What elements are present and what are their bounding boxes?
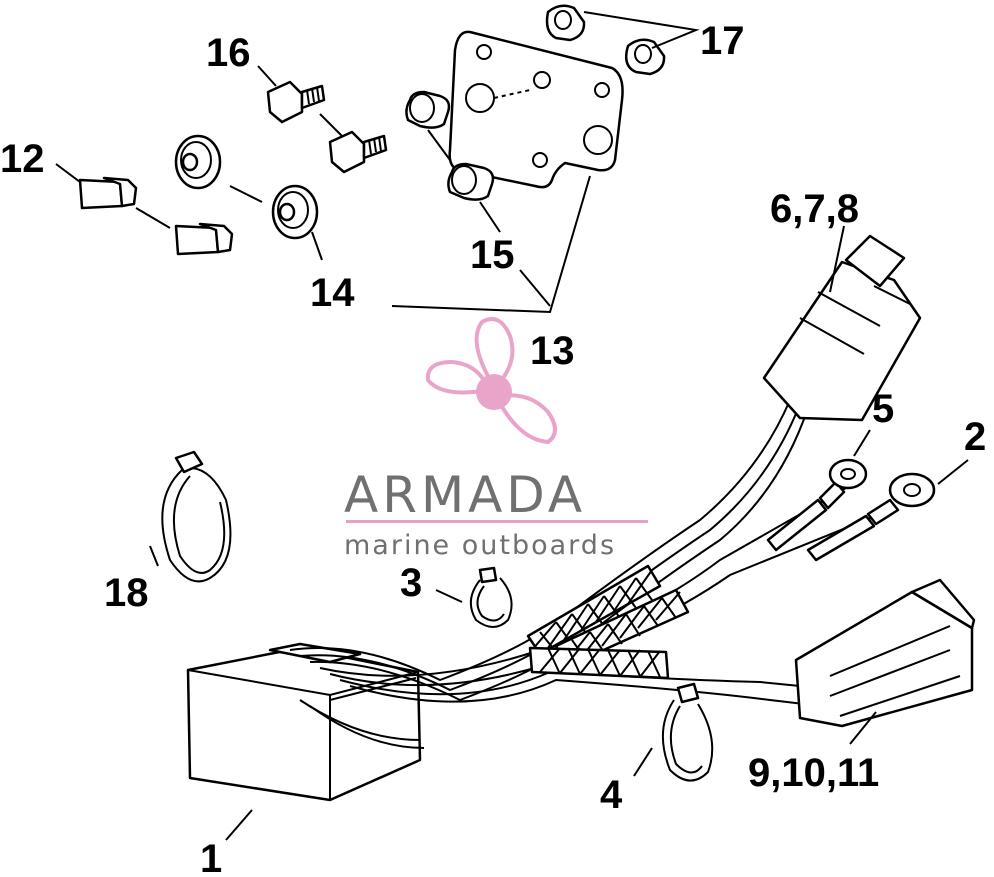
- propeller-logo-icon: [425, 317, 557, 445]
- callout-17: 17: [700, 19, 745, 63]
- callout-13: 13: [530, 329, 575, 373]
- callout-3: 3: [400, 561, 422, 605]
- cable-tie-4: [661, 682, 714, 782]
- callout-6-7-8: 6,7,8: [770, 187, 859, 231]
- connector-6-7-8: [762, 234, 922, 422]
- callout-2: 2: [964, 415, 986, 459]
- callout-4: 4: [600, 773, 623, 817]
- watermark-name: ARMADA: [344, 466, 586, 524]
- leader-lines: [55, 11, 969, 841]
- grommet-14-b: [271, 184, 319, 240]
- armada-watermark: ARMADA marine outboards: [344, 317, 648, 561]
- clip-12-a: [78, 176, 138, 210]
- callout-18: 18: [104, 571, 149, 615]
- bushing-15-b: [447, 162, 495, 201]
- bolt-16-a: [266, 80, 326, 124]
- grommet-14-a: [174, 134, 222, 190]
- callout-15: 15: [470, 233, 515, 277]
- spacer-17-a: [545, 4, 586, 42]
- callout-16: 16: [206, 31, 251, 75]
- ring-terminal-5: [766, 458, 868, 552]
- watermark-tagline: marine outboards: [344, 530, 616, 561]
- callout-9-10-11: 9,10,11: [748, 751, 879, 795]
- callout-1: 1: [200, 837, 222, 877]
- connector-9-10-11: [794, 578, 976, 728]
- callout-5: 5: [872, 387, 894, 431]
- bolt-16-b: [328, 130, 388, 174]
- callout-12: 12: [0, 137, 45, 181]
- callout-labels: 1 2 3 4 5 6,7,8 9,10,11 12 13 14 15 16 1…: [0, 19, 986, 877]
- cable-tie-18: [161, 450, 232, 583]
- harness-sleeve-lower: [528, 646, 670, 680]
- cable-tie-3: [469, 566, 513, 628]
- mounting-plate: [448, 30, 624, 189]
- bushing-15-a: [405, 90, 451, 129]
- ring-terminal-2: [806, 472, 936, 562]
- spacer-17-b: [625, 38, 666, 76]
- control-module: [186, 642, 422, 802]
- callout-14: 14: [310, 271, 355, 315]
- watermark-underline: [346, 520, 648, 523]
- clip-12-b: [174, 222, 234, 256]
